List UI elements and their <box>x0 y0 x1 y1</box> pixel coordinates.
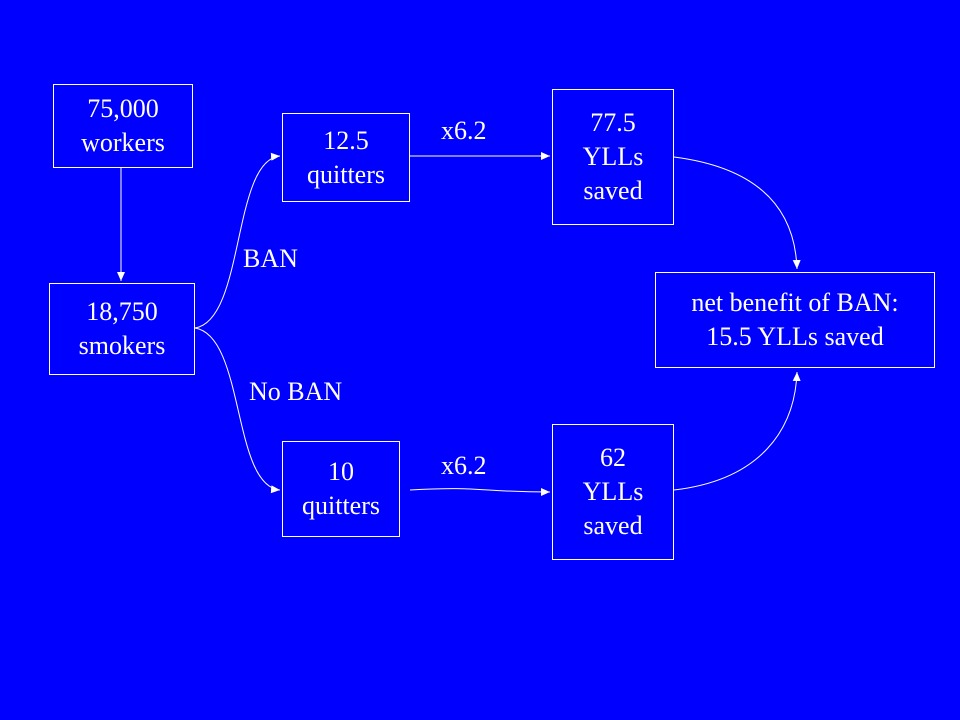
node-smokers-value: 18,750 <box>86 297 158 326</box>
node-ylls-ban: 77.5 YLLs saved <box>552 89 674 225</box>
multiplier-label-top: x6.2 <box>441 116 487 145</box>
node-quitters-ban: 12.5 quitters <box>282 113 410 202</box>
arrow-quitters-noban-to-ylls-noban <box>409 487 551 496</box>
node-quitters-noban: 10 quitters <box>282 441 400 537</box>
arrow-smokers-to-quitters-noban <box>194 327 281 494</box>
node-workers: 75,000 workers <box>53 84 193 168</box>
node-ylls-ban-unit: YLLs <box>582 142 644 171</box>
arrow-smokers-to-quitters-ban <box>194 152 281 329</box>
arrow-ylls-noban-to-net-benefit <box>673 371 801 491</box>
node-net-benefit-value: 15.5 YLLs saved <box>706 322 884 351</box>
node-quitters-noban-label: quitters <box>302 491 380 520</box>
node-net-benefit: net benefit of BAN: 15.5 YLLs saved <box>655 272 935 368</box>
node-net-benefit-title: net benefit of BAN: <box>691 288 899 317</box>
node-quitters-ban-value: 12.5 <box>323 125 369 155</box>
arrow-ylls-ban-to-net-benefit <box>673 156 801 270</box>
node-ylls-noban-label: saved <box>583 511 643 540</box>
node-ylls-ban-label: saved <box>583 176 643 205</box>
branch-label-no-ban: No BAN <box>249 377 343 406</box>
node-ylls-noban-value: 62 <box>600 443 626 472</box>
node-ylls-noban: 62 YLLs saved <box>552 424 674 560</box>
multiplier-label-bottom: x6.2 <box>441 451 487 480</box>
node-smokers-label: smokers <box>78 331 166 360</box>
node-quitters-noban-value: 10 <box>328 457 354 486</box>
node-quitters-ban-label: quitters <box>307 159 385 189</box>
branch-label-ban: BAN <box>243 244 298 273</box>
node-ylls-ban-value: 77.5 <box>590 108 636 137</box>
node-workers-label: workers <box>81 128 165 157</box>
node-workers-value: 75,000 <box>87 94 159 123</box>
node-smokers: 18,750 smokers <box>49 283 195 375</box>
node-ylls-noban-unit: YLLs <box>582 477 644 506</box>
